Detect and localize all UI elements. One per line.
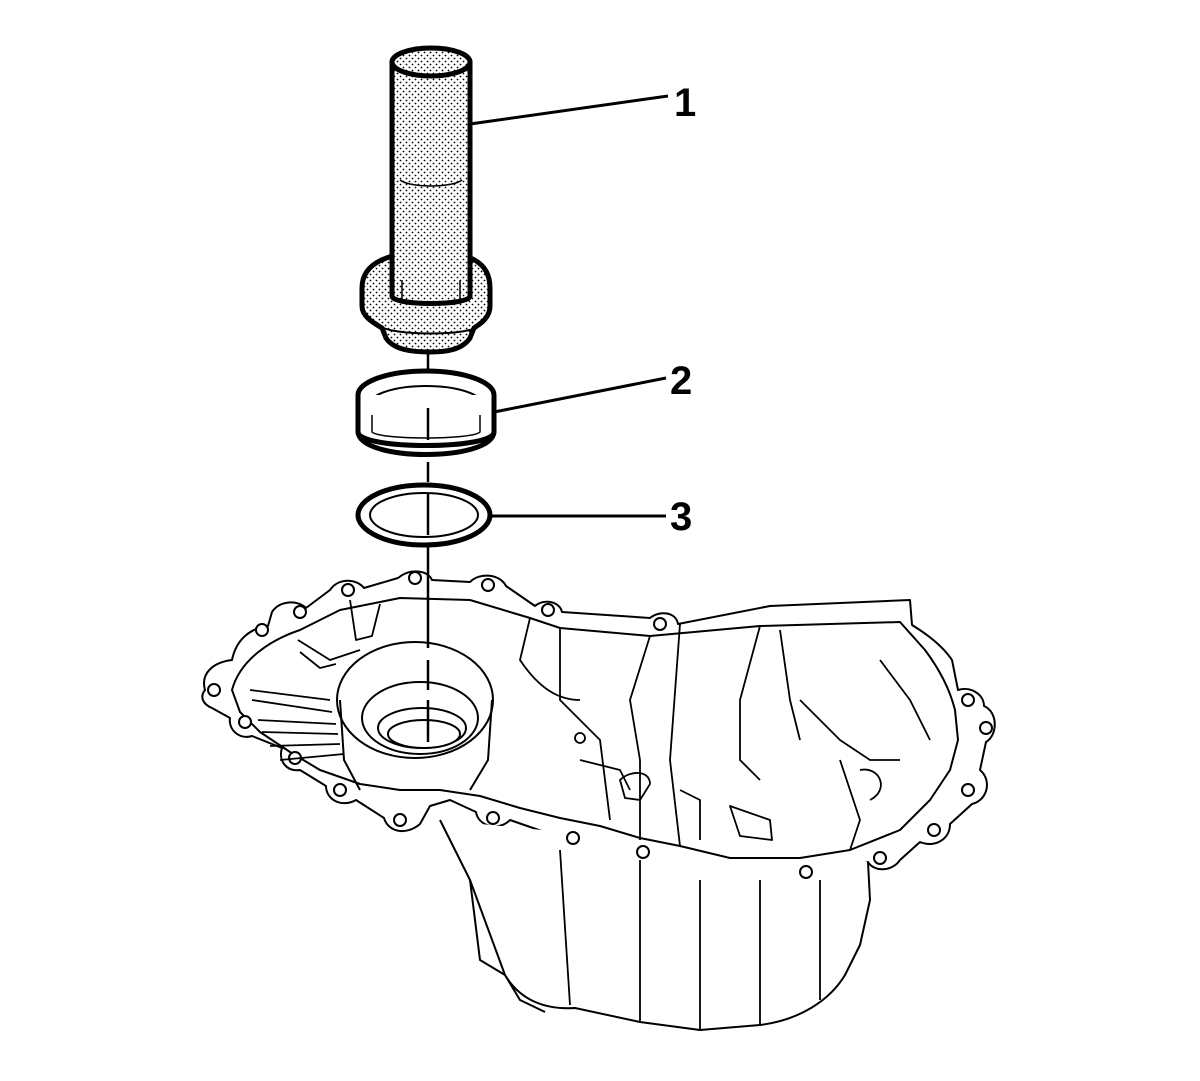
case-inner-rim bbox=[231, 597, 959, 859]
callout-number-1: 1 bbox=[674, 81, 696, 125]
callout-number-2: 2 bbox=[670, 359, 692, 403]
leader-line-1 bbox=[469, 94, 669, 126]
shim bbox=[355, 482, 493, 548]
case-ribs bbox=[249, 599, 381, 761]
bearing-cup bbox=[355, 368, 497, 457]
tool-shaft bbox=[389, 49, 473, 306]
callout-2: 2 bbox=[493, 359, 692, 414]
callout-number-3: 3 bbox=[670, 495, 692, 539]
installer-tool bbox=[359, 45, 493, 355]
transmission-case bbox=[201, 570, 996, 1031]
case-body bbox=[439, 819, 871, 1031]
callout-3: 3 bbox=[490, 495, 692, 539]
tool-top-face bbox=[389, 45, 473, 79]
leader-line-2 bbox=[493, 376, 667, 414]
bolt-holes bbox=[207, 571, 993, 879]
callout-1: 1 bbox=[469, 81, 696, 126]
bearing-bore bbox=[336, 641, 494, 791]
case-center-channel bbox=[519, 617, 931, 1030]
